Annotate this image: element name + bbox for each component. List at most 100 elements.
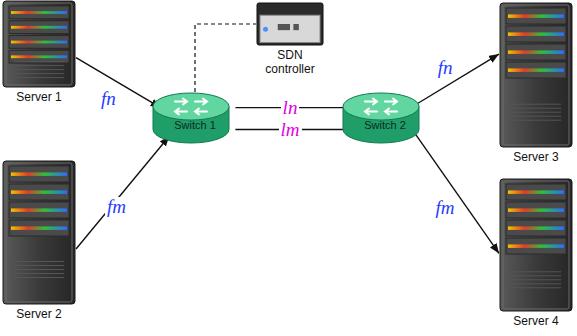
led-strip xyxy=(508,244,564,248)
controller-slot xyxy=(278,24,290,30)
server-figure xyxy=(499,2,573,148)
switch-figure xyxy=(152,92,230,144)
drive-bay xyxy=(506,220,566,236)
server-node: Server 1 xyxy=(2,0,76,105)
node-label: Server 3 xyxy=(499,151,573,165)
ctrl-figure xyxy=(256,2,324,46)
drive-bay xyxy=(9,220,69,236)
vent-line xyxy=(511,116,561,117)
drive-bay xyxy=(506,184,566,200)
server-node: Server 2 xyxy=(2,160,76,322)
controller-slot xyxy=(293,24,298,30)
switch-icon xyxy=(195,109,207,115)
node-label: Server 2 xyxy=(2,308,76,322)
switch-node: Switch 1 xyxy=(152,92,238,144)
server-case xyxy=(3,1,75,87)
switch-icon xyxy=(175,109,187,115)
led-strip xyxy=(508,50,564,54)
drive-bay xyxy=(506,238,566,254)
vent-line xyxy=(14,277,64,278)
vent-line xyxy=(511,120,561,121)
switch-icon xyxy=(385,99,397,105)
switch-icon xyxy=(365,99,377,105)
led-strip xyxy=(11,26,67,29)
server-case xyxy=(500,179,572,311)
switch-icon xyxy=(385,109,397,115)
flow-label: fn xyxy=(99,89,118,108)
drive-bay xyxy=(9,21,69,34)
server-figure xyxy=(499,178,573,312)
led-strip xyxy=(11,11,67,14)
controller-node: SDN controller xyxy=(256,2,324,77)
server-panel xyxy=(6,163,72,302)
server-figure xyxy=(2,0,76,88)
vent-line xyxy=(511,104,561,105)
vent-line xyxy=(14,265,64,266)
server-node: Server 3 xyxy=(499,2,573,165)
drive-bay xyxy=(506,44,566,60)
flow-label: fm xyxy=(105,197,128,216)
led-strip xyxy=(508,14,564,18)
drive-bay xyxy=(9,166,69,182)
drive-bay xyxy=(506,62,566,78)
switch-figure xyxy=(342,92,420,144)
flow-label: fm xyxy=(434,198,457,217)
server-case xyxy=(500,3,572,147)
switch-icon xyxy=(365,109,377,115)
node-label: Server 4 xyxy=(499,315,573,329)
vent-line xyxy=(511,108,561,109)
server-figure xyxy=(2,160,76,305)
controller-case xyxy=(257,3,323,45)
drive-bay xyxy=(9,202,69,218)
vent-line xyxy=(14,69,64,70)
server-panel xyxy=(503,181,569,309)
led-strip xyxy=(508,208,564,212)
led-strip xyxy=(11,41,67,44)
led-strip xyxy=(508,32,564,36)
vent-line xyxy=(14,269,64,270)
drive-bay xyxy=(9,36,69,49)
vent-line xyxy=(511,112,561,113)
switch-top xyxy=(153,93,229,120)
led-strip xyxy=(11,172,67,176)
led-strip xyxy=(11,226,67,230)
network-link xyxy=(76,136,169,249)
switch-icon xyxy=(175,99,187,105)
switch-icon xyxy=(195,99,207,105)
server-node: Server 4 xyxy=(499,178,573,329)
led-strip xyxy=(11,190,67,194)
network-link xyxy=(415,54,499,105)
flow-label: ln xyxy=(281,98,300,117)
switch-label: Switch 2 xyxy=(342,119,428,132)
vent-line xyxy=(511,287,561,288)
drive-bay xyxy=(506,202,566,218)
led-strip xyxy=(508,226,564,230)
led-strip xyxy=(508,68,564,72)
vent-line xyxy=(14,65,64,66)
vent-line xyxy=(511,275,561,276)
network-link xyxy=(76,58,161,108)
node-label: Server 1 xyxy=(2,91,76,105)
vent-line xyxy=(511,279,561,280)
server-panel xyxy=(503,5,569,145)
drive-bay xyxy=(506,26,566,42)
server-case xyxy=(3,161,75,304)
drive-bay xyxy=(9,50,69,63)
vent-line xyxy=(511,283,561,284)
led-strip xyxy=(508,190,564,194)
led-strip xyxy=(11,55,67,58)
node-label: SDN controller xyxy=(256,49,324,77)
control-link xyxy=(195,24,256,92)
power-light xyxy=(263,27,268,32)
drive-bay xyxy=(9,184,69,200)
drive-bay xyxy=(9,6,69,19)
led-strip xyxy=(11,208,67,212)
vent-line xyxy=(14,261,64,262)
vent-line xyxy=(14,77,64,78)
vent-line xyxy=(14,273,64,274)
switch-label: Switch 1 xyxy=(152,119,238,132)
network-link xyxy=(415,134,499,254)
drive-bay xyxy=(506,8,566,24)
controller-front xyxy=(260,15,320,42)
